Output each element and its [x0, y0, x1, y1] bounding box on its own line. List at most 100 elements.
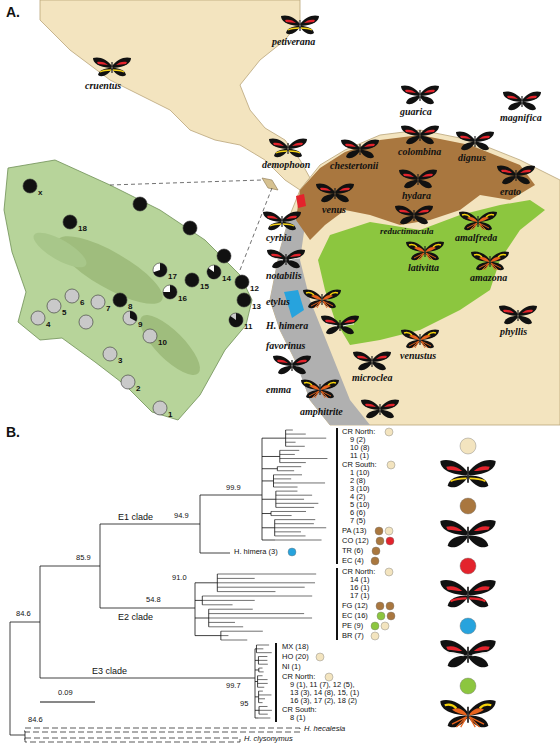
bootstrap-value: 99.9 — [226, 484, 241, 492]
site-pie — [153, 263, 167, 277]
panel-letter: A. — [6, 4, 20, 20]
tree-branch — [255, 718, 258, 719]
tree-branch — [259, 706, 267, 707]
sample-label: HO (20) — [282, 653, 309, 661]
site-pie — [65, 289, 79, 303]
taxon-label: H. hecalesia — [304, 725, 345, 733]
sample-label: 3 (10) — [350, 485, 370, 493]
sample-label: 16 (1) — [350, 584, 370, 592]
clade-label: E1 clade — [118, 512, 153, 522]
tree-branch — [10, 622, 40, 623]
costa-rica-inset — [4, 160, 272, 420]
site-number: 2 — [136, 384, 140, 393]
sample-label: 2 (8) — [350, 477, 365, 485]
phenotype-butterfly — [440, 520, 495, 547]
sample-label: CR South: — [342, 461, 377, 469]
phenotype-key-dot — [460, 438, 476, 454]
race-label: amazona — [470, 272, 507, 283]
pie-slice — [163, 285, 177, 299]
clade-bar — [336, 568, 338, 640]
sample-label: NI (1) — [282, 663, 301, 671]
site-pie — [185, 273, 199, 287]
tree-branch — [274, 478, 292, 479]
tree-branch — [100, 524, 200, 525]
tree-branch — [276, 503, 319, 504]
sample-label: MX (18) — [282, 643, 309, 651]
tree-branch — [217, 582, 315, 583]
phenotype-dot — [372, 547, 380, 555]
butterfly-image — [316, 183, 354, 202]
sample-label: 13 (3), 14 (8), 15, (1) — [290, 689, 359, 697]
tree-branch — [258, 675, 263, 676]
tree-branch — [262, 540, 275, 541]
butterfly-image — [93, 57, 131, 76]
site-number: 8 — [128, 302, 132, 311]
tree-branch — [271, 511, 306, 512]
tree-branch — [262, 513, 271, 514]
site-pie — [123, 311, 137, 325]
site-number: 13 — [252, 302, 261, 311]
pie-slice — [229, 313, 243, 327]
tree-branch — [276, 507, 314, 508]
butterfly-image — [263, 211, 301, 230]
site-number: 12 — [250, 284, 259, 293]
tree-branch — [262, 499, 276, 500]
tree-branch — [100, 608, 195, 609]
tree-branch — [280, 458, 328, 459]
pie-slice — [153, 263, 167, 277]
tree-branch — [276, 495, 312, 496]
site-pie — [217, 249, 231, 263]
tree-branch — [255, 669, 259, 670]
south-america — [270, 130, 560, 425]
tree-branch — [200, 495, 262, 496]
tree-branch — [274, 482, 326, 483]
tree-branch — [195, 618, 209, 619]
tree-branch — [275, 531, 301, 532]
butterfly-image — [497, 165, 535, 184]
site-pie — [143, 329, 157, 343]
tree-branch — [256, 645, 269, 646]
pie-slice — [207, 265, 221, 279]
tree-branch — [258, 718, 270, 719]
phylogeny — [10, 428, 337, 742]
race-label: colombina — [398, 146, 441, 157]
butterfly-image — [401, 125, 439, 144]
site-pie — [23, 179, 37, 193]
race-label: dignus — [458, 152, 486, 163]
phenotype-dot — [376, 602, 384, 610]
tree-branch — [209, 609, 253, 610]
butterfly-image — [361, 399, 399, 418]
sample-label: BR (7) — [342, 632, 364, 640]
site-pie — [207, 265, 221, 279]
sample-label: 5 (10) — [350, 501, 370, 509]
tree-branch — [276, 491, 298, 492]
tree-branch — [256, 648, 263, 649]
sample-label: 7 (5) — [350, 517, 365, 525]
tree-branch — [259, 694, 272, 695]
bootstrap-value: 91.0 — [172, 574, 187, 582]
butterfly-image — [303, 289, 341, 308]
phenotype-butterfly — [440, 460, 495, 487]
bootstrap-value: 84.6 — [28, 716, 43, 724]
tree-branch — [200, 553, 230, 554]
tree-branch — [195, 583, 196, 636]
race-label: hydara — [402, 190, 431, 201]
site-pie — [79, 315, 93, 329]
site-number: 4 — [46, 320, 50, 329]
phenotype-dot — [371, 622, 379, 630]
tree-branch — [275, 523, 314, 524]
phenotype-dot — [288, 548, 296, 556]
tree-branch — [255, 696, 259, 697]
site-number: 15 — [200, 282, 209, 291]
tree-branch — [271, 515, 292, 516]
phenotype-dot — [376, 537, 384, 545]
tree-branch — [276, 499, 304, 500]
tree-branch — [258, 683, 268, 684]
tree-branch — [259, 714, 268, 715]
butterfly-image — [499, 305, 537, 324]
clade-label: E2 clade — [118, 612, 153, 622]
tree-branch — [259, 698, 265, 699]
site-pie — [121, 375, 135, 389]
tree-branch — [209, 622, 235, 623]
